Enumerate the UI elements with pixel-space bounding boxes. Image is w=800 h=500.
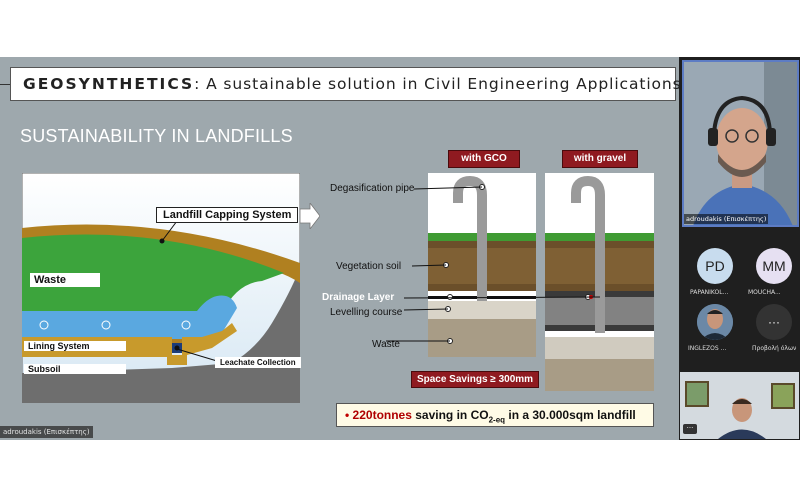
callout-subscript: 2-eq bbox=[488, 415, 506, 425]
tag-with-gravel: with gravel bbox=[562, 150, 638, 168]
tag-with-gco: with GCO bbox=[448, 150, 520, 168]
participant-photo-figure bbox=[697, 304, 733, 340]
slide-title-bold: GEOSYNTHETICS bbox=[23, 75, 195, 93]
participant-avatar-mm[interactable]: MM bbox=[756, 248, 792, 284]
slide-title-box: GEOSYNTHETICS: A sustainable solution in… bbox=[10, 67, 679, 101]
slide-title-rest: : A sustainable solution in Civil Engine… bbox=[194, 75, 679, 93]
lining-system-label: Lining System bbox=[24, 341, 126, 351]
co2-savings-callout: • 220tonnes saving in CO2-eq in a 30.000… bbox=[336, 403, 654, 427]
participant-name-inglezos: INGLEZOS ... bbox=[688, 345, 727, 352]
layer-comparison-diagram bbox=[428, 173, 654, 391]
callout-text-2: in a 30.000sqm landfill bbox=[505, 408, 636, 422]
self-view-figure bbox=[680, 372, 799, 439]
waste-label: Waste bbox=[30, 273, 100, 287]
presenter-name-tag: adroudakis (Επισκέπτης) bbox=[0, 426, 93, 438]
active-speaker-video[interactable] bbox=[682, 60, 799, 227]
levelling-course-label: Levelling course bbox=[330, 307, 403, 318]
drainage-layer-label: Drainage Layer bbox=[322, 292, 395, 303]
self-view-video[interactable] bbox=[680, 372, 799, 439]
capping-system-label: Landfill Capping System bbox=[156, 207, 299, 223]
participant-photo-inglezos[interactable] bbox=[697, 304, 733, 340]
vegetation-soil-label: Vegetation soil bbox=[336, 261, 402, 272]
participant-name-mm: MOUCHA... bbox=[748, 289, 781, 296]
title-rule bbox=[0, 84, 10, 85]
more-options-button[interactable]: ··· bbox=[683, 424, 697, 434]
subsoil-label: Subsoil bbox=[24, 364, 126, 374]
participant-avatar-pd[interactable]: PD bbox=[697, 248, 733, 284]
degasification-pipe-label: Degasification pipe bbox=[330, 183, 415, 194]
presentation-slide: GEOSYNTHETICS: A sustainable solution in… bbox=[0, 57, 679, 440]
speaker-figure bbox=[684, 62, 797, 225]
arrow-right-icon bbox=[300, 203, 320, 229]
participant-name-pd: PAPANIKOL... bbox=[690, 289, 729, 296]
view-all-label: Προβολή όλων bbox=[752, 345, 797, 352]
callout-bullet: • bbox=[345, 408, 350, 422]
waste-layer-label: Waste bbox=[372, 339, 400, 350]
leader-lines bbox=[386, 186, 601, 342]
callout-amount: 220tonnes bbox=[352, 408, 412, 422]
slide-title: GEOSYNTHETICS: A sustainable solution in… bbox=[23, 75, 679, 93]
active-speaker-name: adroudakis (Επισκέπτης) bbox=[684, 214, 769, 224]
leachate-collection-label: Leachate Collection bbox=[215, 357, 301, 368]
slide-subtitle: SUSTAINABILITY IN LANDFILLS bbox=[20, 126, 293, 146]
callout-text-1: saving in CO bbox=[411, 408, 489, 422]
space-savings-tag: Space Savings ≥ 300mm bbox=[411, 371, 539, 388]
view-all-button[interactable]: ··· bbox=[756, 304, 792, 340]
